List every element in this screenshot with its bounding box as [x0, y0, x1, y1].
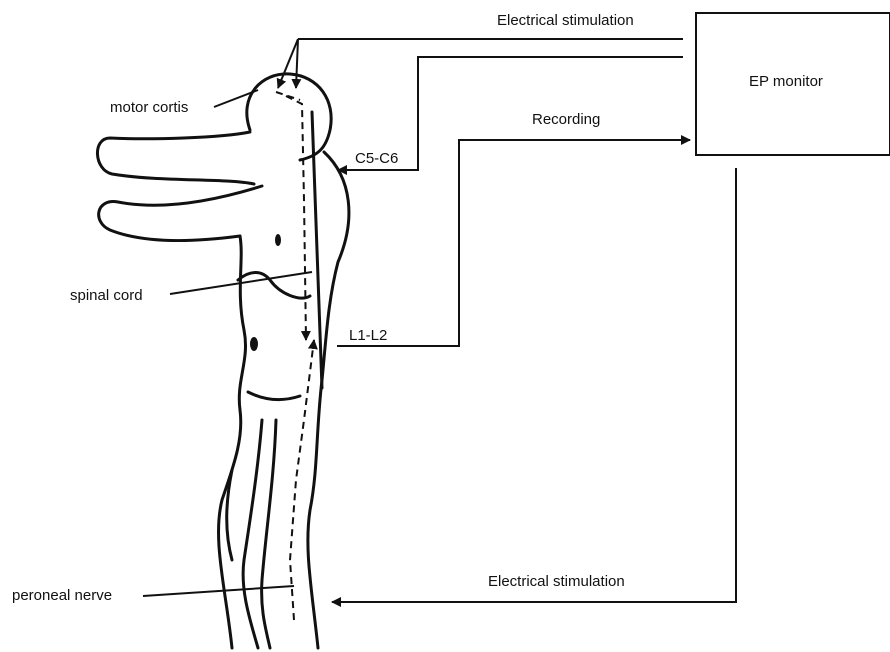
peroneal-nerve-leader: [143, 586, 294, 596]
spinal-cord-label: spinal cord: [70, 287, 143, 304]
inner-leg-right: [262, 420, 276, 648]
hip-line: [248, 392, 300, 399]
back-contour: [308, 152, 349, 648]
front-contour: [219, 236, 246, 648]
peroneal-nerve-label: peroneal nerve: [12, 587, 112, 604]
motor-cortis-label: motor cortis: [110, 99, 188, 116]
human-figure: [97, 74, 348, 648]
stim-bottom-label: Electrical stimulation: [488, 573, 625, 590]
c5c6-label: C5-C6: [355, 150, 398, 167]
inner-leg-left: [243, 420, 262, 648]
chest-mark: [275, 234, 281, 246]
l1l2-label: L1-L2: [349, 327, 387, 344]
upper-arm: [97, 132, 254, 184]
cortical-stim-dash: [276, 92, 300, 100]
lower-arm: [99, 186, 262, 241]
recording-label: Recording: [532, 111, 600, 128]
descending-pathway: [286, 96, 306, 340]
navel-mark: [250, 337, 258, 351]
stim-top-arrow-right: [296, 39, 298, 88]
head-outline: [247, 74, 331, 160]
stim-top-arrow-left: [278, 39, 298, 88]
chest-fold: [238, 273, 310, 299]
stim-top-label: Electrical stimulation: [497, 12, 634, 29]
stim-bottom-wire: [332, 168, 736, 602]
ep-monitor-label: EP monitor: [749, 73, 823, 90]
